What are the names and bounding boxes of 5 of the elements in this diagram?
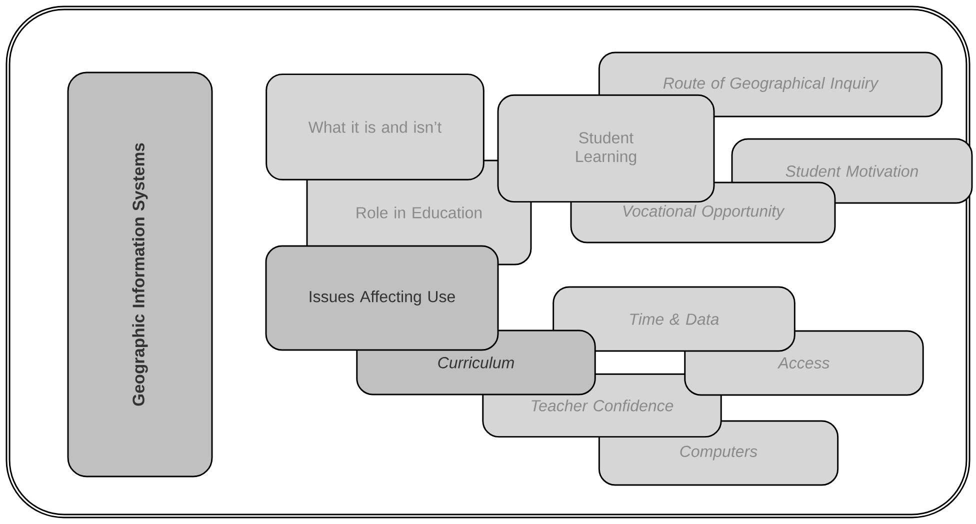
subtopic-box: Student Learning: [497, 94, 715, 203]
subtopic-box: Time & Data: [552, 286, 796, 352]
topic-box: Issues Affecting Use: [265, 245, 499, 351]
subtopic-box: What it is and isn’t: [266, 74, 484, 180]
title-box: Geographic Information Systems: [67, 72, 213, 478]
